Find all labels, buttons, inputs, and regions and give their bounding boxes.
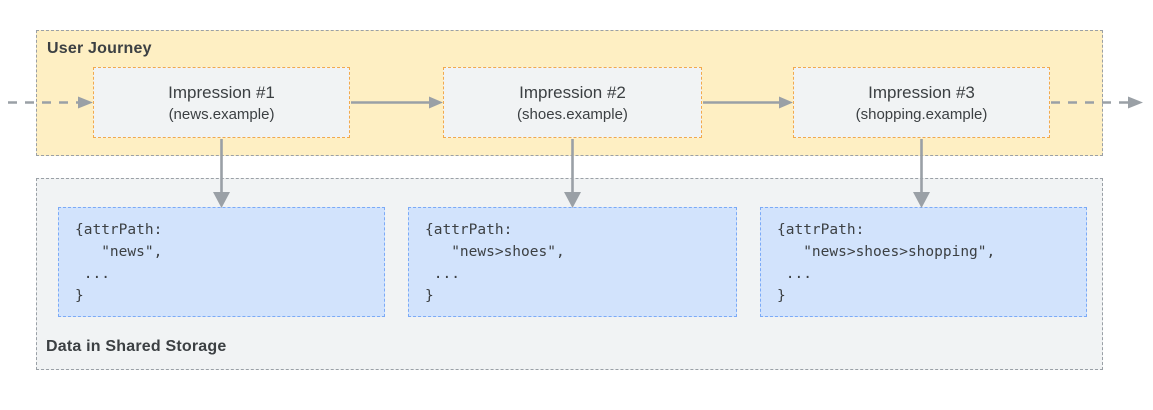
- shared-storage-record-1: {attrPath: "news", ... }: [58, 207, 385, 317]
- impression-1-node: Impression #1 (news.example): [93, 67, 350, 138]
- impression-2-title: Impression #2: [519, 82, 626, 102]
- record-2-code: {attrPath: "news>shoes", ... }: [425, 222, 565, 304]
- record-3-code: {attrPath: "news>shoes>shopping", ... }: [777, 222, 996, 304]
- impression-3-site: (shopping.example): [855, 105, 988, 123]
- impression-3-title: Impression #3: [868, 82, 975, 102]
- impression-1-site: (news.example): [168, 105, 275, 123]
- impression-3-node: Impression #3 (shopping.example): [793, 67, 1050, 138]
- impression-1-title: Impression #1: [168, 82, 275, 102]
- shared-storage-label: Data in Shared Storage: [46, 338, 227, 355]
- shared-storage-record-3: {attrPath: "news>shoes>shopping", ... }: [760, 207, 1087, 317]
- impression-2-site: (shoes.example): [517, 105, 628, 123]
- shared-storage-record-2: {attrPath: "news>shoes", ... }: [408, 207, 737, 317]
- user-journey-label: User Journey: [47, 40, 152, 57]
- impression-2-node: Impression #2 (shoes.example): [443, 67, 702, 138]
- record-1-code: {attrPath: "news", ... }: [75, 222, 163, 304]
